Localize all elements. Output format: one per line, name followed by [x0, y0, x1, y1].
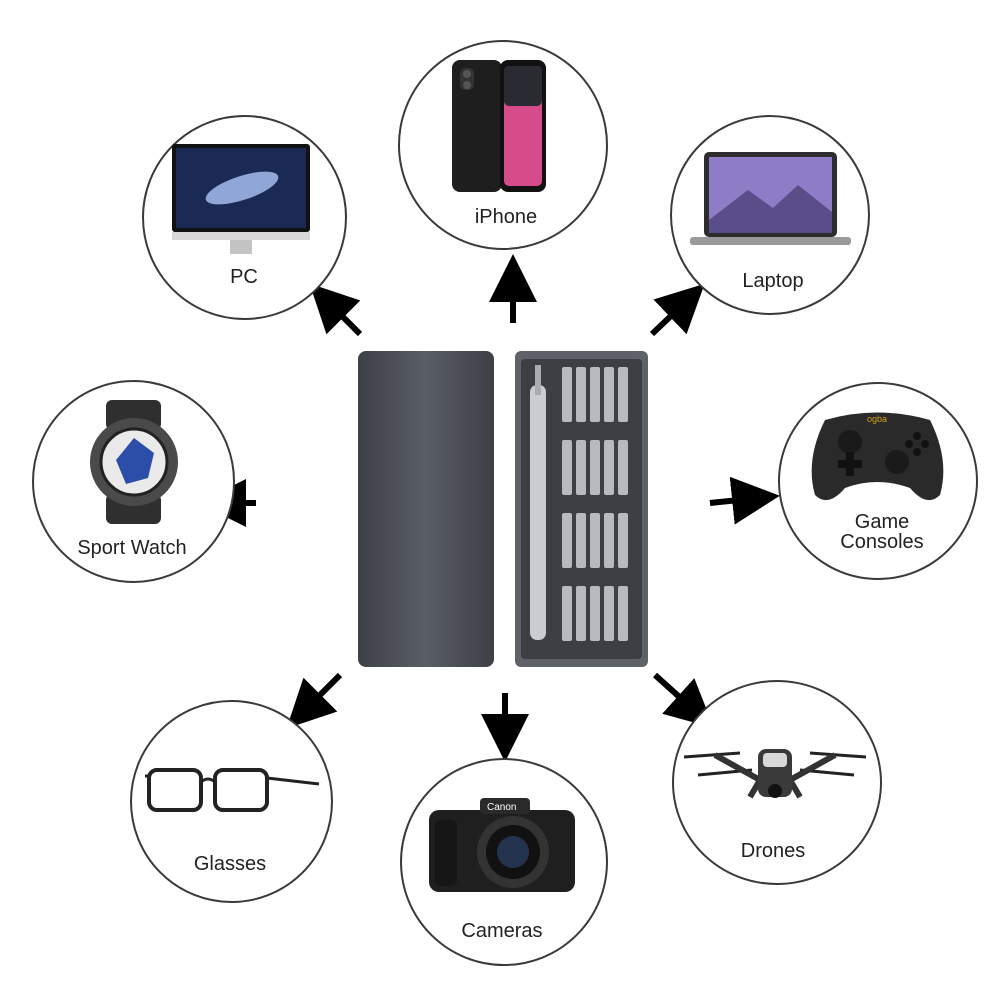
laptop-image [690, 152, 851, 245]
screwdriver-handle [530, 385, 546, 640]
controller-logo: ogba [867, 414, 887, 424]
case-lid [358, 351, 494, 667]
arrow-pc [309, 283, 363, 337]
sport-watch-image [90, 400, 178, 524]
label-consoles: Consoles [840, 531, 924, 553]
arrow-drones [652, 672, 714, 729]
bit-rows [562, 367, 628, 641]
label-drones: Drones [740, 840, 806, 862]
drone-image [683, 749, 867, 799]
glasses-image [145, 768, 320, 812]
label-sport-watch: Sport Watch [77, 537, 187, 559]
label-glasses: Glasses [193, 853, 267, 875]
camera-brand: Canon [487, 802, 516, 813]
arrow-consoles [709, 476, 780, 525]
label-iphone: iPhone [474, 206, 538, 228]
camera-image: Canon [429, 798, 575, 892]
circle-glasses [130, 700, 333, 903]
circle-drones [672, 680, 882, 885]
arrow-glasses [286, 672, 343, 729]
label-cameras: Cameras [461, 920, 543, 942]
game-controller-image: ogba [811, 412, 944, 501]
label-laptop: Laptop [742, 270, 804, 292]
label-pc: PC [230, 266, 258, 288]
iphone-image [452, 60, 546, 192]
arrow-laptop [649, 283, 705, 337]
screwdriver-kit-image [358, 351, 648, 667]
label-game: Game [854, 511, 910, 533]
pc-image [172, 144, 310, 254]
